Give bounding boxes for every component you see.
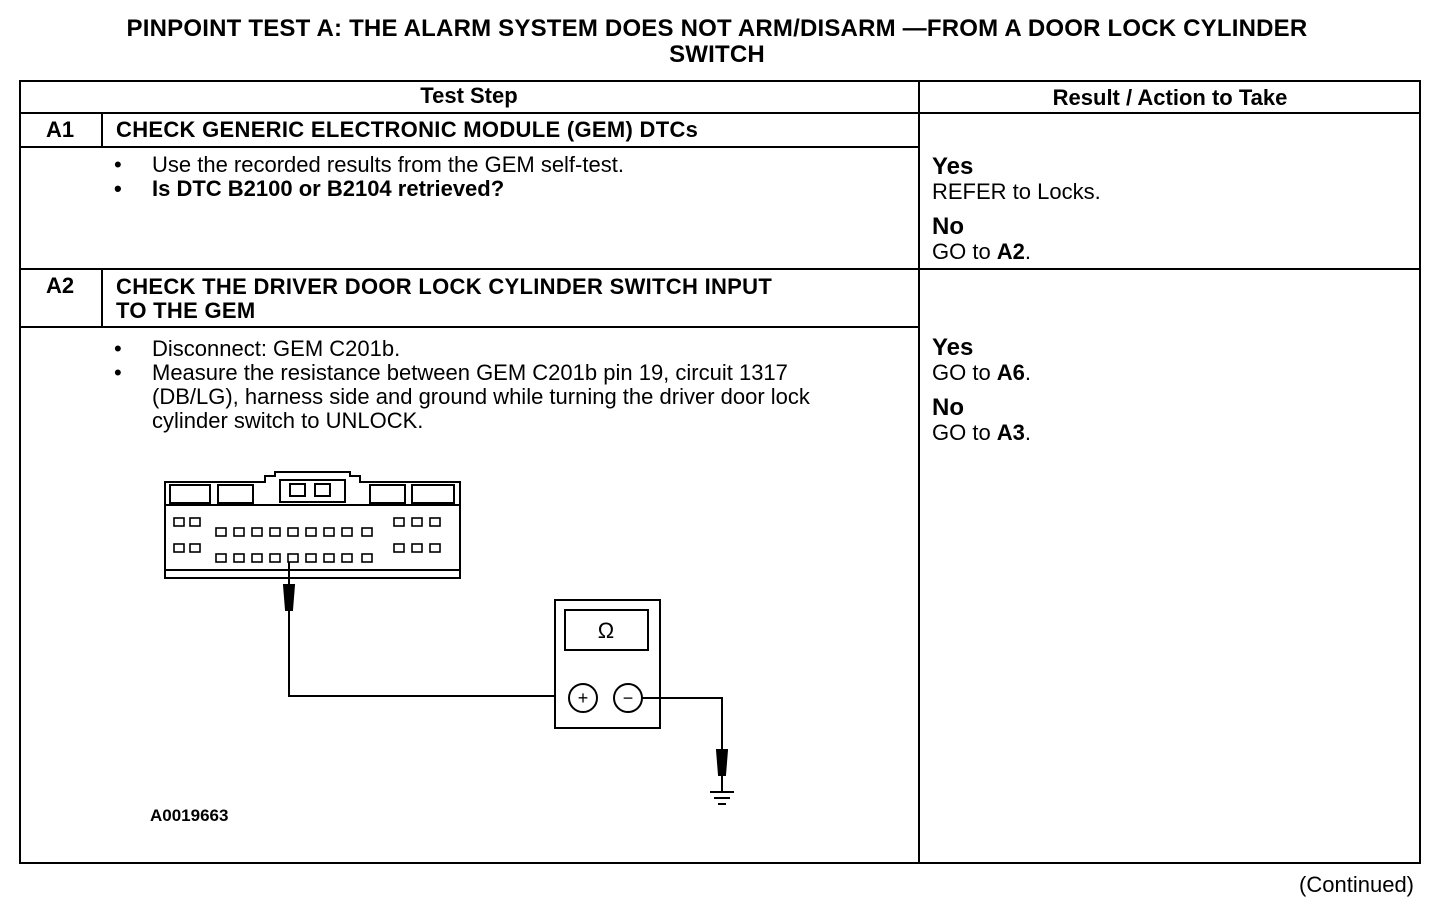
header-result-action: Result / Action to Take: [1052, 85, 1288, 110]
a1-row-bottom: [19, 268, 1421, 270]
yes-label: Yes: [932, 334, 974, 361]
step-title-a2: CHECK THE DRIVER DOOR LOCK CYLINDER SWIT…: [116, 274, 773, 323]
gem-connector-icon: [164, 471, 461, 579]
figure-id: A0019663: [150, 806, 229, 825]
a1-id-divider: [101, 112, 103, 148]
result-a2: Yes GO to A6. No GO to A3.: [932, 335, 1031, 455]
list-item: Disconnect: GEM C201b.: [114, 337, 874, 362]
no-label: No: [932, 213, 964, 240]
no-label: No: [932, 394, 964, 421]
list-item: Is DTC B2100 or B2104 retrieved?: [114, 177, 894, 202]
no-action: GO to A3.: [932, 420, 1032, 445]
continued-note: (Continued): [1299, 872, 1414, 897]
header-divider: [19, 112, 1421, 114]
probe-lead: [282, 562, 555, 697]
step-a2-bullets: Disconnect: GEM C201b. Measure the resis…: [114, 337, 874, 433]
ground-lead: [642, 697, 729, 792]
ohm-symbol: Ω: [598, 618, 614, 643]
a1-title-bottom: [19, 146, 919, 148]
title-line-1: PINPOINT TEST A: THE ALARM SYSTEM DOES N…: [126, 15, 1308, 42]
header-test-step: Test Step: [420, 83, 518, 108]
no-action: GO to A2.: [932, 239, 1032, 264]
list-item: Measure the resistance between GEM C201b…: [114, 361, 874, 433]
plus-terminal: +: [578, 688, 589, 708]
a2-title-bottom: [19, 326, 919, 328]
pinpoint-test-table: [19, 80, 1421, 864]
result-a1: Yes REFER to Locks. No GO to A2.: [932, 154, 1101, 274]
step-a1-bullets: Use the recorded results from the GEM se…: [114, 153, 894, 202]
minus-terminal: −: [623, 688, 634, 708]
list-item: Use the recorded results from the GEM se…: [114, 153, 894, 178]
page-title: PINPOINT TEST A: THE ALARM SYSTEM DOES N…: [14, 16, 1420, 68]
column-divider: [918, 80, 920, 864]
a2-id-divider: [101, 268, 103, 328]
connector-meter-diagram: Ω + −: [164, 471, 734, 805]
step-id-a2: A2: [45, 273, 75, 298]
yes-action: REFER to Locks.: [932, 179, 1101, 204]
yes-action: GO to A6.: [932, 360, 1032, 385]
step-title-a1: CHECK GENERIC ELECTRONIC MODULE (GEM) DT…: [116, 117, 699, 142]
ground-icon: [710, 791, 734, 805]
title-line-2: SWITCH: [669, 41, 765, 68]
yes-label: Yes: [932, 153, 974, 180]
step-id-a1: A1: [45, 117, 75, 142]
